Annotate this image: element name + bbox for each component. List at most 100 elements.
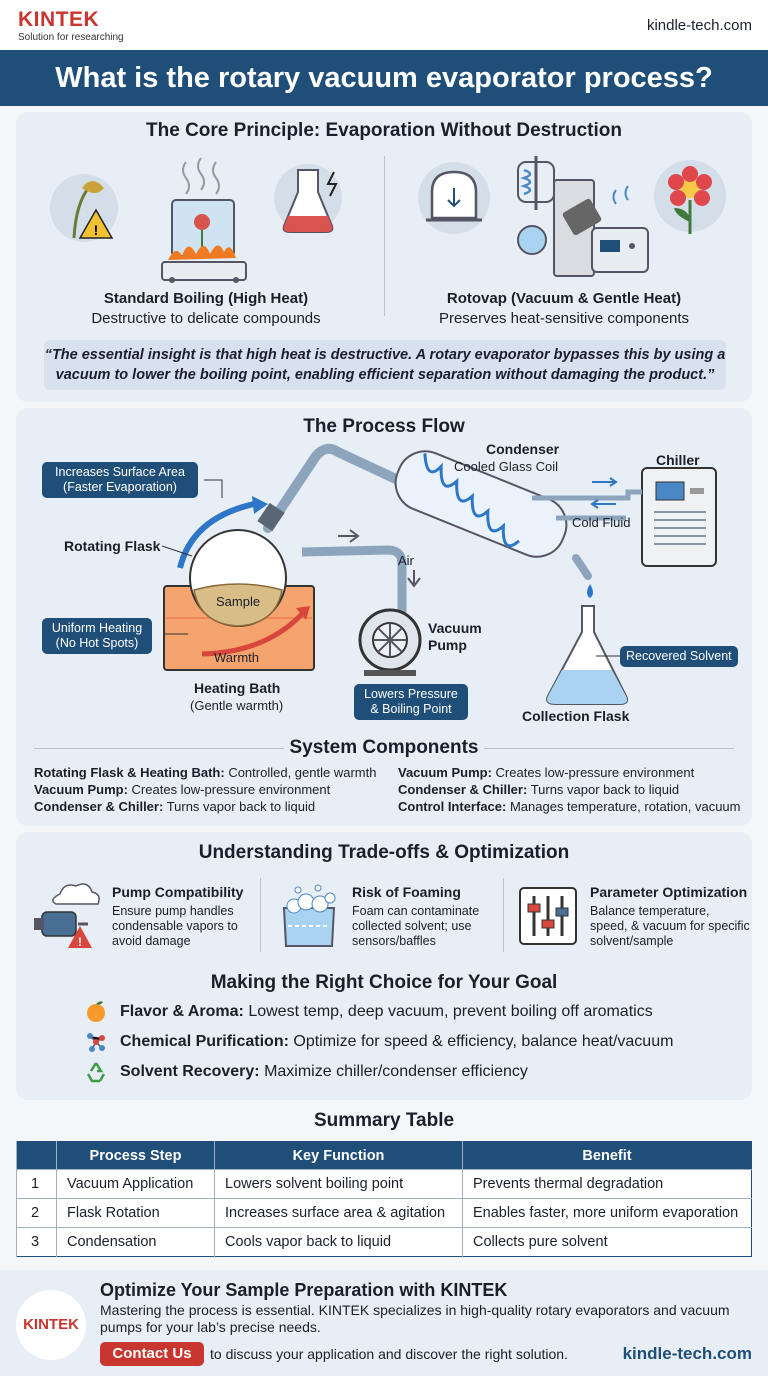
top-bar: KINTEK Solution for researching kindle-t… bbox=[0, 0, 768, 50]
divider bbox=[484, 748, 734, 749]
label-cold-fluid: Cold Fluid bbox=[572, 515, 631, 530]
recycle-icon bbox=[86, 1062, 106, 1083]
goal-item: Chemical Purification: Optimize for spee… bbox=[120, 1033, 674, 1050]
tradeoff-text-foaming: Foam can contaminate collected solvent; … bbox=[352, 904, 480, 948]
flame-icon bbox=[168, 245, 236, 260]
process-flow-diagram bbox=[161, 443, 717, 705]
drop-icon bbox=[587, 584, 593, 598]
tradeoffs-title: Understanding Trade-offs & Optimization bbox=[198, 842, 570, 863]
label-vacuum-pump: Vacuum Pump bbox=[428, 620, 482, 653]
table-cell: Enables faster, more uniform evaporation bbox=[462, 1198, 752, 1228]
goal-item: Flavor & Aroma: Lowest temp, deep vacuum… bbox=[120, 1003, 653, 1020]
table-cell: Lowers solvent boiling point bbox=[214, 1169, 463, 1199]
lightning-icon bbox=[326, 171, 338, 197]
svg-text:!: ! bbox=[78, 935, 82, 949]
goal-item: Solvent Recovery: Maximize chiller/conde… bbox=[120, 1063, 528, 1080]
component-item: Vacuum Pump: Creates low-pressure enviro… bbox=[398, 765, 695, 780]
label-air: Air bbox=[398, 553, 414, 568]
cold-fluid-arrow bbox=[592, 477, 618, 487]
component-item: Vacuum Pump: Creates low-pressure enviro… bbox=[34, 782, 331, 797]
label-heating-bath: Heating Bath bbox=[194, 680, 281, 696]
pump-warning-icon: ! bbox=[34, 883, 100, 949]
rotation-arrow bbox=[177, 501, 255, 569]
vacuum-line bbox=[301, 545, 407, 614]
hot-plate-icon bbox=[161, 261, 247, 281]
goal-title: Making the Right Choice for Your Goal bbox=[210, 972, 558, 993]
table-cell: Flask Rotation bbox=[56, 1198, 215, 1228]
coil-icon bbox=[520, 168, 532, 196]
warning-icon bbox=[78, 208, 114, 239]
label-condenser-sub: Cooled Glass Coil bbox=[454, 459, 559, 474]
brand-logo[interactable]: KINTEK bbox=[18, 8, 100, 31]
rotovap-title: Rotovap (Vacuum & Gentle Heat) bbox=[446, 290, 682, 307]
summary-title: Summary Table bbox=[313, 1110, 455, 1131]
table-row: 3 Condensation Cools vapor back to liqui… bbox=[16, 1227, 752, 1257]
sliders-icon bbox=[519, 887, 577, 945]
component-item: Rotating Flask & Heating Bath: Controlle… bbox=[34, 765, 377, 780]
label-heating-bath-sub: (Gentle warmth) bbox=[190, 698, 284, 713]
summary-table: Process Step Key Function Benefit 1 Vacu… bbox=[16, 1141, 752, 1257]
tag-recovered-solvent: Recovered Solvent bbox=[620, 646, 738, 667]
site-link-bottom[interactable]: kindle-tech.com bbox=[622, 1344, 752, 1363]
footer-cta-text: to discuss your application and discover… bbox=[210, 1346, 568, 1362]
title-banner: What is the rotary vacuum evaporator pro… bbox=[0, 50, 768, 106]
table-cell: Condensation bbox=[56, 1227, 215, 1257]
key-insight-quote: “The essential insight is that high heat… bbox=[44, 347, 726, 383]
standard-boiling-title: Standard Boiling (High Heat) bbox=[103, 290, 309, 307]
standard-boiling-sub: Destructive to delicate compounds bbox=[91, 310, 321, 327]
label-warmth: Warmth bbox=[214, 650, 260, 665]
process-flow-panel: The Process Flow bbox=[16, 408, 752, 826]
tag-surface-area: Increases Surface Area (Faster Evaporati… bbox=[42, 462, 198, 498]
divider bbox=[260, 878, 261, 952]
table-header-row: Process Step Key Function Benefit bbox=[16, 1141, 752, 1170]
tag-uniform-heating: Uniform Heating (No Hot Spots) bbox=[42, 618, 152, 654]
footer-text: Mastering the process is essential. KINT… bbox=[100, 1302, 730, 1335]
table-row: 2 Flask Rotation Increases surface area … bbox=[16, 1198, 752, 1228]
coil-icon bbox=[423, 453, 520, 548]
condenser-shape bbox=[394, 450, 568, 558]
core-principle-title: The Core Principle: Evaporation Without … bbox=[146, 120, 622, 141]
component-item: Condenser & Chiller: Turns vapor back to… bbox=[398, 782, 680, 797]
quote-box: “The essential insight is that high heat… bbox=[44, 340, 726, 390]
core-principle-panel: The Core Principle: Evaporation Without … bbox=[16, 112, 752, 402]
rotovap-illustration bbox=[418, 156, 726, 277]
flower-icon bbox=[668, 166, 712, 206]
divider bbox=[34, 748, 284, 749]
component-item: Control Interface: Manages temperature, … bbox=[398, 799, 741, 814]
table-cell: Cools vapor back to liquid bbox=[214, 1227, 463, 1257]
tradeoffs-panel: Understanding Trade-offs & Optimization … bbox=[16, 832, 752, 1100]
system-components-title: System Components bbox=[289, 737, 479, 758]
footer-logo[interactable]: KINTEK bbox=[16, 1290, 86, 1360]
table-header: Process Step bbox=[56, 1141, 215, 1170]
warmth-arrow bbox=[201, 612, 304, 657]
tradeoff-title-foaming: Risk of Foaming bbox=[352, 884, 461, 900]
table-header: Key Function bbox=[214, 1141, 463, 1170]
table-cell: 3 bbox=[16, 1227, 57, 1257]
label-rotating-flask: Rotating Flask bbox=[64, 538, 161, 554]
table-cell: Collects pure solvent bbox=[462, 1227, 752, 1257]
divider bbox=[503, 878, 504, 952]
tradeoff-text-parameter: Balance temperature, speed, & vacuum for… bbox=[590, 904, 750, 948]
molecule-icon bbox=[87, 1033, 105, 1052]
foaming-icon bbox=[282, 884, 336, 947]
tag-lowers-pressure: Lowers Pressure & Boiling Point bbox=[354, 684, 468, 720]
orange-icon bbox=[87, 1001, 105, 1022]
tradeoff-title-parameter: Parameter Optimization bbox=[590, 884, 748, 900]
contact-us-button[interactable]: Contact Us bbox=[100, 1342, 204, 1366]
table-cell: Prevents thermal degradation bbox=[462, 1169, 752, 1199]
footer: KINTEK Optimize Your Sample Preparation … bbox=[0, 1270, 768, 1376]
process-flow-title: The Process Flow bbox=[303, 416, 465, 437]
divider bbox=[384, 156, 385, 316]
page-title: What is the rotary vacuum evaporator pro… bbox=[55, 62, 713, 94]
rotovap-sub: Preserves heat-sensitive components bbox=[438, 310, 690, 327]
brand-tagline: Solution for researching bbox=[18, 32, 124, 43]
label-chiller: Chiller bbox=[656, 452, 700, 468]
site-link-top[interactable]: kindle-tech.com bbox=[646, 17, 752, 34]
table-cell: Increases surface area & agitation bbox=[214, 1198, 463, 1228]
table-cell: 1 bbox=[16, 1169, 57, 1199]
svg-text:!: ! bbox=[94, 222, 99, 238]
label-sample: Sample bbox=[216, 594, 261, 609]
tradeoff-text-pump: Ensure pump handles condensable vapors t… bbox=[112, 904, 238, 948]
footer-title: Optimize Your Sample Preparation with KI… bbox=[100, 1280, 508, 1300]
table-header: Benefit bbox=[462, 1141, 752, 1170]
